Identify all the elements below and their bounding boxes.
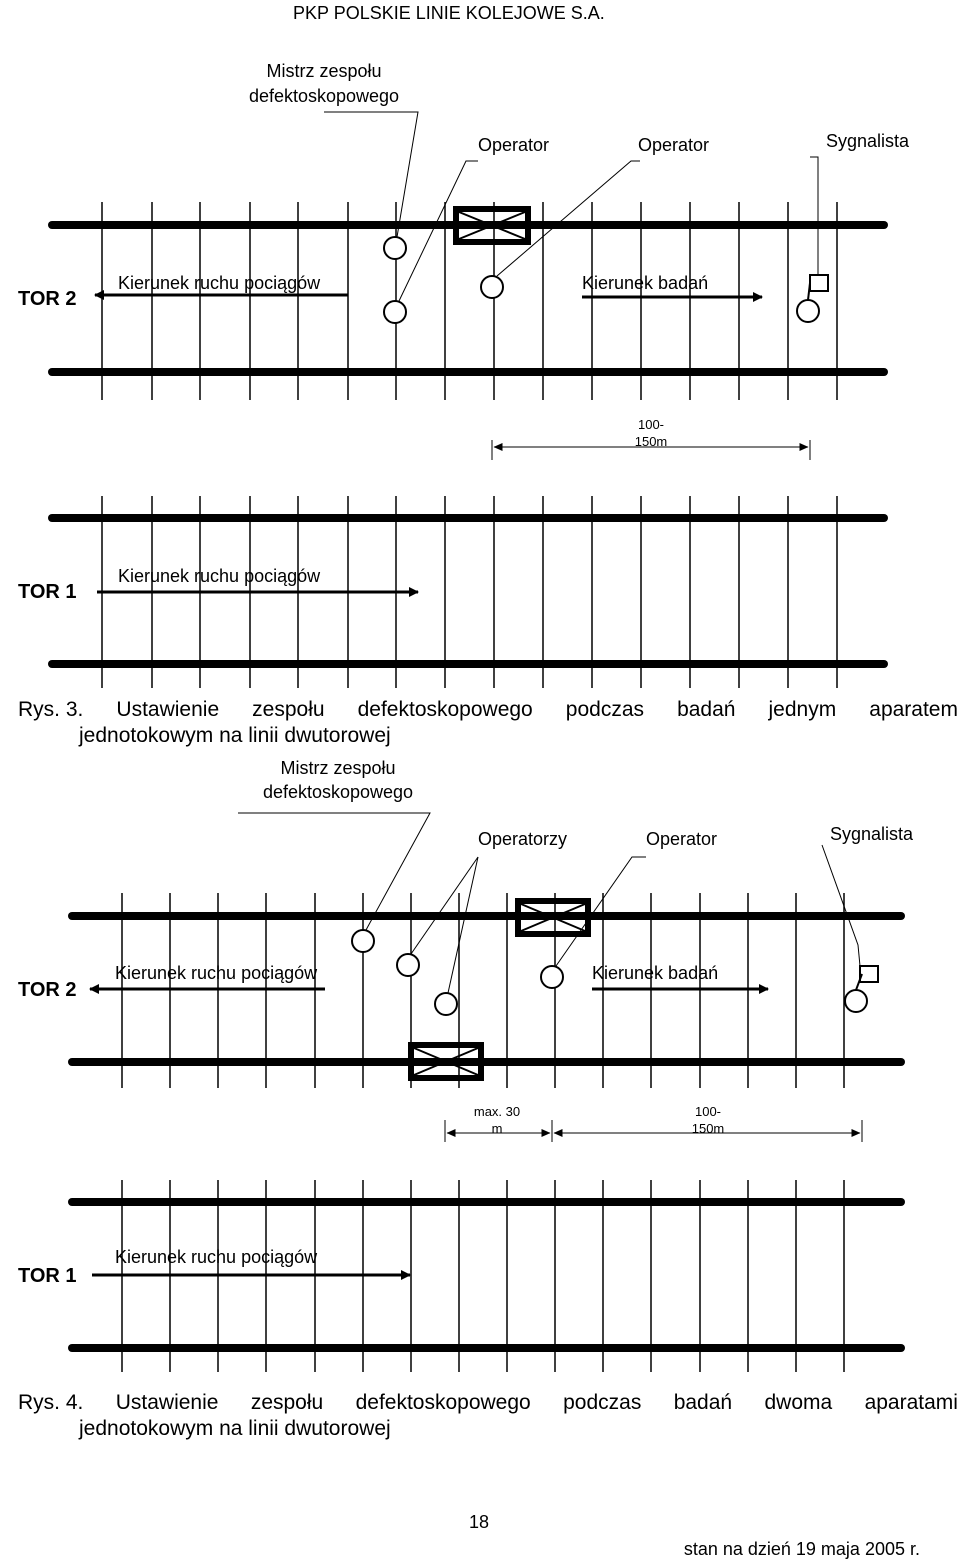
operator-label: Operator [478,135,549,155]
caption-word: Ustawienie [115,1391,219,1414]
signalman-label: Sygnalista [830,824,914,844]
caption-word: zespołu [250,1391,324,1414]
person-icons-fig3 [383,236,829,324]
detector-cart-icon [408,1042,484,1081]
figure-3-caption: Rys. 3. Ustawienie zespołu defektoskopow… [18,697,958,749]
company-header: PKP POLSKIE LINIE KOLEJOWE S.A. [293,3,605,23]
caption-line-2: jednotokowym na linii dwutorowej [79,724,391,747]
caption-word: Ustawienie [116,698,220,721]
caption-word: jednym [768,698,837,721]
distance-label: 150m [692,1121,725,1136]
figure-4-caption: Rys. 4. Ustawienie zespołu defektoskopow… [18,1390,958,1442]
max-distance-label: m [492,1121,503,1136]
figure-4: Mistrz zespołu defektoskopowego Operator… [18,758,914,1372]
caption-line-2: jednotokowym na linii dwutorowej [79,1417,391,1440]
caption-word: dwoma [764,1391,833,1414]
track-label-tor2: TOR 2 [18,288,77,310]
train-direction-label: Kierunek ruchu pociągów [115,1247,318,1267]
caption-word: defektoskopowego [355,1391,531,1414]
caption-word: podczas [563,1391,642,1414]
distance-label: 100- [638,417,664,432]
rails-tor1-fig3 [48,514,888,668]
caption-word: badań [677,698,736,721]
date-stamp: stan na dzień 19 maja 2005 r. [684,1539,920,1559]
operator-label: Operator [638,135,709,155]
track-label-tor1: TOR 1 [18,1265,77,1287]
signalman-label: Sygnalista [826,131,910,151]
leader-lines-fig3 [324,111,819,302]
figure-3: Mistrz zespołu defektoskopowego Operator… [18,61,910,688]
rails-tor2-fig3 [48,221,888,376]
train-direction-label: Kierunek ruchu pociągów [118,273,321,293]
caption-word: Rys. 3. [18,698,84,721]
max-distance-dimension [444,1120,553,1142]
distance-label: 100- [695,1104,721,1119]
person-icons-fig4 [351,929,879,1016]
page-number: 18 [469,1512,489,1532]
track-label-tor2: TOR 2 [18,979,77,1001]
distance-label: 150m [635,434,668,449]
master-label: Mistrz zespołu [280,758,395,778]
train-direction-label: Kierunek ruchu pociągów [115,963,318,983]
leader-lines-fig4 [238,812,861,994]
master-label: Mistrz zespołu [266,61,381,81]
distance-dimension [491,440,811,460]
caption-line-1: Rys. 4. Ustawienie zespołu defektoskopow… [18,1390,958,1416]
caption-word: podczas [565,698,645,721]
max-distance-label: max. 30 [474,1104,520,1119]
caption-word: aparatami [864,1391,958,1414]
caption-word: zespołu [252,698,325,721]
caption-word: Rys. 4. [18,1391,84,1414]
operators-label: Operatorzy [478,829,567,849]
master-label: defektoskopowego [249,86,399,106]
test-direction-label: Kierunek badań [592,963,718,983]
rails-tor1-fig4 [68,1198,905,1352]
detector-cart-icon [515,898,591,937]
train-direction-label: Kierunek ruchu pociągów [118,566,321,586]
caption-word: defektoskopowego [357,698,533,721]
caption-word: aparatem [869,698,958,721]
caption-line-1: Rys. 3. Ustawienie zespołu defektoskopow… [18,697,958,723]
master-label: defektoskopowego [263,782,413,802]
distance-dimension [553,1120,863,1142]
track-label-tor1: TOR 1 [18,581,77,603]
sleepers-tor2-fig3 [101,202,838,400]
operator-label: Operator [646,829,717,849]
caption-word: badań [673,1391,733,1414]
rails-tor2-fig4 [68,912,905,1066]
test-direction-label: Kierunek badań [582,273,708,293]
detector-cart-icon [453,206,531,245]
